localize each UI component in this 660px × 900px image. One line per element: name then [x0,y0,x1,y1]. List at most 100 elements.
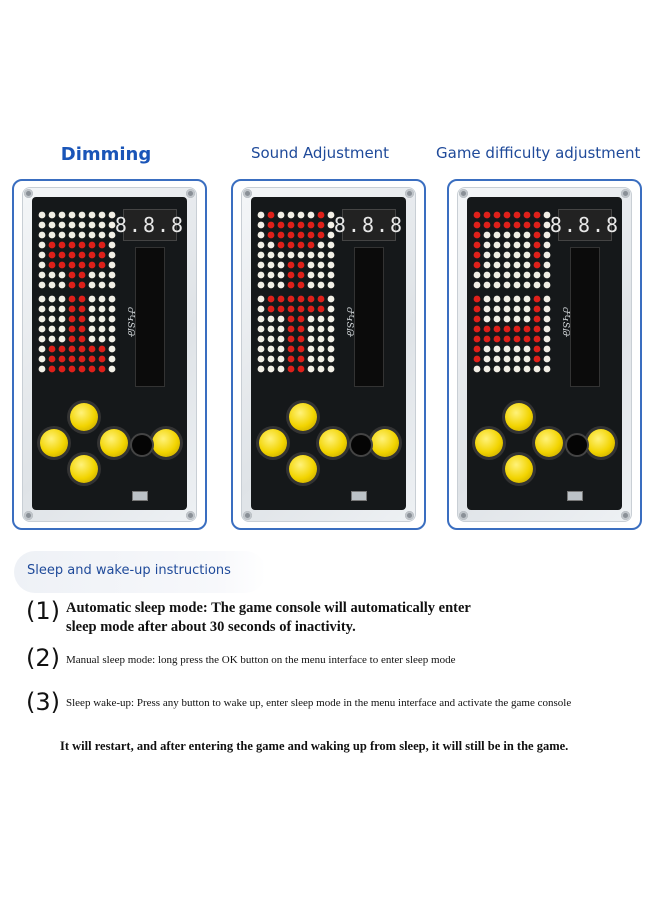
led-dot [483,295,491,303]
up-button[interactable] [70,403,98,431]
led-dot [317,325,325,333]
led-dot [38,365,46,373]
led-dot [88,211,96,219]
led-dot [267,241,275,249]
led-dot [543,355,551,363]
down-button[interactable] [70,455,98,483]
led-dot [267,365,275,373]
led-dot [38,211,46,219]
led-dot [513,325,521,333]
led-dot [503,345,511,353]
led-dot [473,251,481,259]
led-dot [78,325,86,333]
led-dot [287,345,295,353]
led-dot [38,241,46,249]
led-dot [307,281,315,289]
led-dot [108,305,116,313]
led-dot [297,365,305,373]
led-dot [38,325,46,333]
led-dot [58,345,66,353]
buzzer [567,435,587,455]
led-dot [307,221,315,229]
led-dot [88,281,96,289]
ok-button[interactable] [152,429,180,457]
down-button[interactable] [505,455,533,483]
game-pcb: 8.8.8 ԺԿՏԹ [467,197,622,510]
led-dot [307,355,315,363]
right-button[interactable] [319,429,347,457]
left-button[interactable] [259,429,287,457]
led-dot [48,345,56,353]
instruction-number: (3) [26,688,60,716]
left-button[interactable] [475,429,503,457]
led-dot [533,231,541,239]
led-dot [307,251,315,259]
led-dot [277,295,285,303]
led-dot [307,345,315,353]
led-dot [503,251,511,259]
led-dot [533,271,541,279]
led-dot [58,281,66,289]
led-dot [108,365,116,373]
left-button[interactable] [40,429,68,457]
led-dot [257,355,265,363]
led-dot [297,355,305,363]
led-dot [327,271,335,279]
game-pcb: 8.8.8 ԺԿՏԹ [32,197,187,510]
right-button[interactable] [535,429,563,457]
led-dot [98,355,106,363]
led-dot [533,241,541,249]
instruction-text: Automatic sleep mode: The game console w… [66,600,471,635]
led-dot [503,335,511,343]
ok-button[interactable] [371,429,399,457]
led-dot [513,271,521,279]
led-dot [297,211,305,219]
led-dot [48,281,56,289]
led-dot [317,231,325,239]
up-button[interactable] [289,403,317,431]
led-dot [108,211,116,219]
led-dot [327,335,335,343]
panel-title-sound: Sound Adjustment [250,144,390,162]
led-dot [493,365,501,373]
led-dot [108,315,116,323]
down-button[interactable] [289,455,317,483]
led-dot [317,335,325,343]
led-dot [533,365,541,373]
led-dot [287,271,295,279]
led-dot [327,325,335,333]
led-dot [483,305,491,313]
led-dot [98,261,106,269]
led-dot [523,231,531,239]
seven-segment-display: 8.8.8 [334,209,402,241]
led-dot [68,335,76,343]
led-dot [483,211,491,219]
led-dot [543,241,551,249]
led-dot [257,211,265,219]
instruction-text: Manual sleep mode: long press the OK but… [66,654,456,666]
led-dot [108,325,116,333]
right-button[interactable] [100,429,128,457]
led-dot [327,261,335,269]
led-dot [277,355,285,363]
led-dot [267,251,275,259]
ok-button[interactable] [587,429,615,457]
led-dot [38,281,46,289]
led-dot [38,315,46,323]
led-dot [513,365,521,373]
acrylic-case: 8.8.8 ԺԿՏԹ [457,187,632,522]
led-dot [88,305,96,313]
led-dot [48,355,56,363]
led-dot [58,271,66,279]
led-dot [78,365,86,373]
led-dot [48,261,56,269]
led-dot [543,251,551,259]
led-dot [78,335,86,343]
up-button[interactable] [505,403,533,431]
led-dot [523,355,531,363]
led-dot [68,365,76,373]
led-dot [88,261,96,269]
led-dot [38,271,46,279]
microcontroller-chip [135,247,165,387]
led-dot [493,231,501,239]
